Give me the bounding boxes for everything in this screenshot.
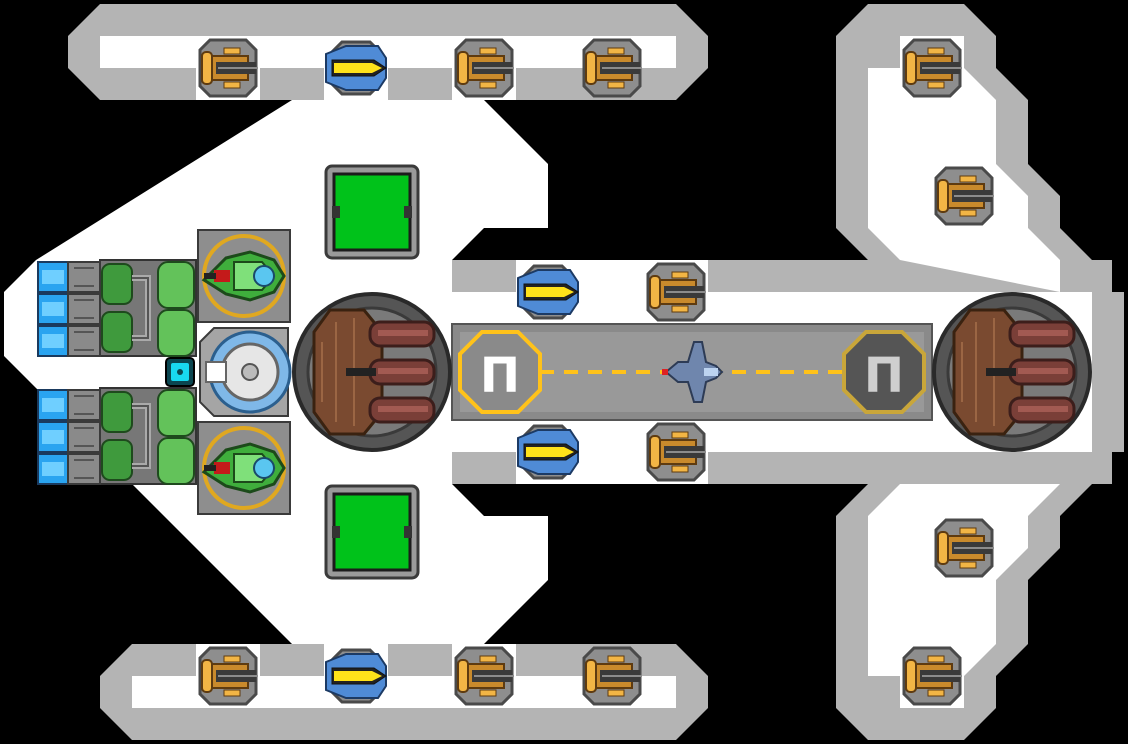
autocannon-weapon[interactable]: [454, 646, 514, 706]
core-icon: [165, 357, 195, 387]
hull-spine-edge: [1092, 292, 1124, 452]
autocannon-weapon[interactable]: [902, 38, 962, 98]
missile-launcher-icon: [325, 648, 387, 704]
autocannon-icon: [198, 38, 258, 98]
landing-pad-right-glyph: Π: [864, 348, 904, 404]
thruster-module[interactable]: [37, 293, 101, 325]
heavy-turret-right[interactable]: [932, 292, 1092, 452]
autocannon-icon: [902, 38, 962, 98]
power-cell-icon: [324, 164, 420, 260]
reactor-icon: [197, 421, 291, 515]
fighter-engine-glow: [662, 369, 668, 375]
thruster-icon: [99, 387, 197, 485]
power-cell-module[interactable]: [324, 164, 420, 260]
autocannon-weapon[interactable]: [198, 38, 258, 98]
thruster-icon: [37, 293, 101, 325]
missile-launcher-weapon[interactable]: [325, 40, 387, 96]
thruster-module[interactable]: [37, 261, 101, 293]
autocannon-icon: [454, 646, 514, 706]
heavy-turret-left[interactable]: [292, 292, 452, 452]
autocannon-weapon[interactable]: [902, 646, 962, 706]
landing-pad-left[interactable]: Π: [458, 330, 542, 414]
shield-generator-module[interactable]: [199, 327, 292, 417]
power-cell-module[interactable]: [324, 484, 420, 580]
hangar-bay[interactable]: Π Π: [451, 323, 933, 421]
core-module[interactable]: [165, 357, 195, 387]
autocannon-icon: [582, 646, 642, 706]
thruster-icon: [99, 259, 197, 357]
shield-generator-icon: [199, 327, 292, 417]
thruster-icon: [37, 325, 101, 357]
autocannon-weapon[interactable]: [198, 646, 258, 706]
missile-launcher-icon: [517, 424, 579, 480]
engine-block-upper[interactable]: [99, 259, 197, 357]
thruster-module[interactable]: [37, 325, 101, 357]
autocannon-weapon[interactable]: [934, 166, 994, 226]
thruster-icon: [37, 389, 101, 421]
autocannon-icon: [934, 166, 994, 226]
autocannon-weapon[interactable]: [582, 38, 642, 98]
reactor-module[interactable]: [197, 421, 291, 515]
fighter-cockpit: [704, 368, 718, 376]
missile-launcher-icon: [325, 40, 387, 96]
thruster-module[interactable]: [37, 421, 101, 453]
autocannon-icon: [582, 38, 642, 98]
autocannon-icon: [646, 262, 706, 322]
autocannon-weapon[interactable]: [646, 422, 706, 482]
autocannon-icon: [198, 646, 258, 706]
landing-pad-icon: [458, 330, 542, 414]
autocannon-icon: [934, 518, 994, 578]
thruster-module[interactable]: [37, 453, 101, 485]
hull-right-upper-arm-interior: [868, 36, 1060, 292]
thruster-icon: [37, 421, 101, 453]
fighter-icon: [664, 341, 724, 403]
autocannon-icon: [646, 422, 706, 482]
engine-block-lower[interactable]: [99, 387, 197, 485]
landing-pad-icon: [842, 330, 926, 414]
autocannon-weapon[interactable]: [582, 646, 642, 706]
autocannon-icon: [454, 38, 514, 98]
autocannon-weapon[interactable]: [646, 262, 706, 322]
missile-launcher-weapon[interactable]: [325, 648, 387, 704]
missile-launcher-weapon[interactable]: [517, 264, 579, 320]
thruster-module[interactable]: [37, 389, 101, 421]
autocannon-weapon[interactable]: [934, 518, 994, 578]
ship-modules: [37, 38, 1092, 706]
missile-launcher-weapon[interactable]: [517, 424, 579, 480]
autocannon-weapon[interactable]: [454, 38, 514, 98]
landing-pad-right[interactable]: Π: [842, 330, 926, 414]
landing-pad-left-glyph: Π: [480, 348, 520, 404]
reactor-icon: [197, 229, 291, 323]
heavy-turret-icon: [292, 292, 452, 452]
missile-launcher-icon: [517, 264, 579, 320]
power-cell-icon: [324, 484, 420, 580]
docked-fighter[interactable]: [662, 341, 724, 403]
heavy-turret-icon: [932, 292, 1092, 452]
hull-bottom-wing-interior: [132, 644, 676, 708]
thruster-icon: [37, 261, 101, 293]
reactor-module[interactable]: [197, 229, 291, 323]
thruster-icon: [37, 453, 101, 485]
autocannon-icon: [902, 646, 962, 706]
